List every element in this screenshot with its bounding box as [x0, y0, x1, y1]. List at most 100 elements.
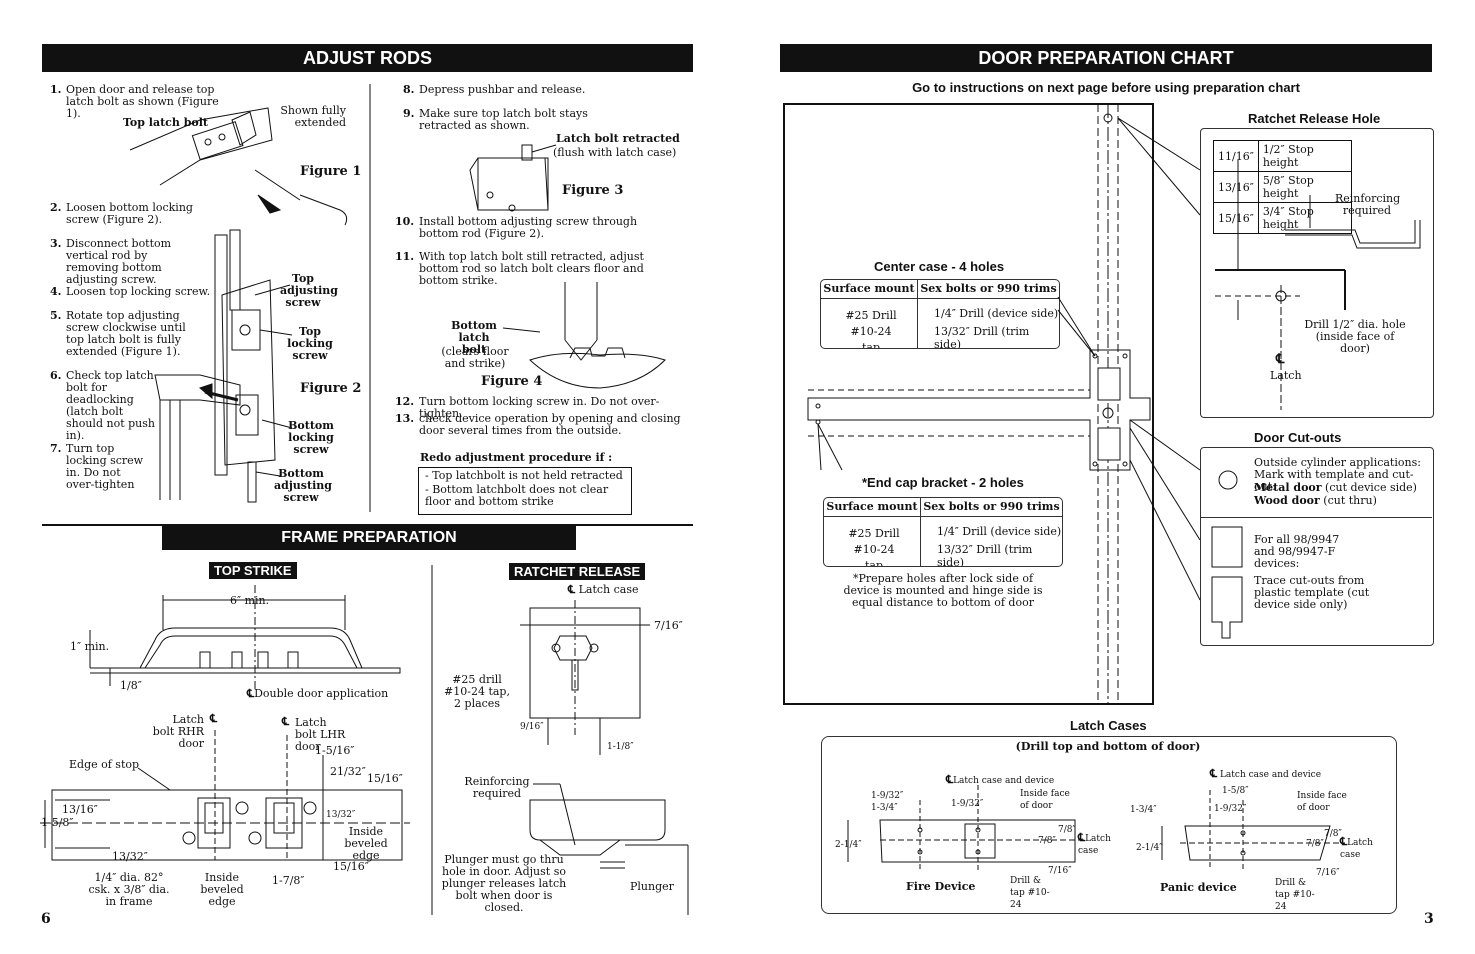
end-cap-note: *Prepare holes after lock side of device…	[843, 572, 1043, 609]
d-13-16: 13/16″	[62, 803, 98, 816]
fire-device-label: Fire Device	[906, 880, 976, 893]
plunger-label: Plunger	[630, 880, 674, 893]
fire-d5: 7/8″	[1058, 825, 1076, 835]
step-2: 2.Loosen bottom locking screw (Figure 2)…	[50, 201, 196, 226]
cc-h1: Surface mount	[821, 280, 918, 299]
cc-c2b: 13/32″ Drill (trim side)	[934, 325, 1030, 349]
figure-2-drawing	[154, 229, 293, 503]
step-text: Open door and release top latch bolt as …	[66, 83, 219, 120]
d-13-32-a: 13/32″	[326, 810, 356, 820]
step-10: 10.Install bottom adjusting screw throug…	[395, 215, 674, 240]
step-11: 11.With top latch bolt still retracted, …	[395, 250, 674, 287]
ratchet-1-1-8: 1-1/8″	[607, 742, 634, 752]
cc-h2: Sex bolts or 990 trims	[918, 280, 1059, 299]
figure-4-caption: Figure 4	[481, 374, 543, 389]
cutout-icons	[1211, 470, 1243, 639]
step-num: 13.	[395, 412, 415, 425]
centerline-icon: ℄	[1340, 835, 1348, 848]
d-1-5-16: 1-5/16″	[315, 744, 355, 757]
ratchet-hole-title: Ratchet Release Hole	[1248, 111, 1381, 126]
step-1: 1.Open door and release top latch bolt a…	[50, 83, 226, 120]
step-text: Make sure top latch bolt stays retracted…	[419, 107, 588, 132]
fig4-bottom-latch: Bottom latch bolt	[451, 319, 497, 356]
panic-d5: 7/8″	[1324, 829, 1342, 839]
frame-prep-title: FRAME PREPARATION	[162, 526, 576, 550]
step-text: check device operation by opening and cl…	[419, 412, 681, 437]
metal-text: (cut device side)	[1321, 481, 1417, 494]
step-12: 12. Turn bottom locking screw in. Do not …	[395, 395, 689, 420]
cutouts-metal: Metal door (cut device side)	[1254, 482, 1417, 494]
latch-cases-title: Latch Cases	[1070, 718, 1147, 733]
inside-beveled: Inside beveled edge	[344, 825, 388, 862]
redo-item-2: - Bottom latchbolt does not clear floor …	[425, 483, 609, 508]
step-9: 9.Make sure top latch bolt stays retract…	[403, 107, 589, 132]
ratchet-hole-box	[1200, 128, 1434, 418]
ratchet-release-drawing	[520, 600, 689, 915]
step-num: 5.	[50, 309, 62, 322]
top-strike-title: TOP STRIKE	[209, 562, 297, 579]
step-text: Turn bottom locking screw in. Do not ove…	[419, 395, 660, 420]
page-number-right: 3	[1424, 911, 1434, 927]
fire-d2: 1-3/4″	[871, 803, 898, 813]
door-prep-subtitle: Go to instructions on next page before u…	[912, 80, 1300, 95]
double-door-text: Double door application	[254, 687, 389, 700]
end-cap-title: *End cap bracket - 2 holes	[862, 475, 1024, 490]
fig1-shown-label: Shown fully extended	[280, 104, 346, 129]
wood-bold: Wood door	[1254, 494, 1320, 507]
step-4: 4.Loosen top locking screw.	[50, 285, 211, 298]
ec-h2: Sex bolts or 990 trims	[921, 498, 1062, 517]
d-1-7-8: 1-7/8″	[272, 874, 305, 887]
cutouts-box	[1200, 447, 1434, 646]
redo-item-text: Top latchbolt is not held retracted	[432, 469, 623, 482]
centerline-icon: ℄	[1210, 767, 1218, 780]
cutouts-outside: Outside cylinder applications: Mark with…	[1254, 456, 1421, 493]
plunger-note: Plunger must go thru hole in door. Adjus…	[441, 853, 567, 914]
rh-reinforcing: Reinforcing required	[1335, 192, 1401, 217]
step-num: 12.	[395, 395, 415, 408]
panic-case: ℄ Latch case and device	[1210, 768, 1321, 781]
ratchet-7-16: 7/16″	[654, 619, 683, 632]
fig3-retracted: Latch bolt retracted	[556, 132, 680, 145]
step-num: 8.	[403, 83, 415, 96]
fire-face: Inside face of door	[1020, 789, 1070, 811]
fig2-bottom-locking: Bottom locking screw	[288, 419, 334, 456]
redo-title: Redo adjustment procedure if :	[420, 451, 613, 464]
fig2-bottom-adjusting: Bottom adjusting screw	[274, 467, 332, 504]
panic-lc: ℄Latch case	[1340, 836, 1380, 861]
panic-d7: 7/16″	[1316, 868, 1340, 878]
step-text: With top latch bolt still retracted, adj…	[419, 250, 644, 287]
cc-c1: #25 Drill #10-24 tap	[845, 309, 897, 349]
fire-d6: 7/8″	[1038, 836, 1056, 846]
redo-item-text: Bottom latchbolt does not clear floor an…	[425, 483, 609, 508]
fire-lc-text: Latch case	[1078, 834, 1111, 856]
step-text: Rotate top adjusting screw clockwise unt…	[66, 309, 186, 358]
cutouts-title: Door Cut-outs	[1254, 430, 1342, 445]
rhr-label: Latch bolt RHR door	[152, 713, 204, 750]
step-text: Loosen top locking screw.	[66, 285, 211, 298]
step-text: Install bottom adjusting screw through b…	[419, 215, 638, 240]
ec-c2b: 13/32″ Drill (trim side)	[937, 543, 1033, 567]
step-text: Loosen bottom locking screw (Figure 2).	[66, 201, 193, 226]
fig4-clears: (clears floor and strike)	[441, 345, 509, 370]
cutouts-wood: Wood door (cut thru)	[1254, 495, 1377, 507]
fire-case-text: Latch case and device	[953, 776, 1055, 786]
step-6: 6.Check top latch bolt for deadlocking (…	[50, 370, 158, 442]
panic-case-text: Latch case and device	[1219, 770, 1322, 780]
stop-row: 15/16″3/4″ Stop height	[1213, 202, 1352, 234]
centerline-icon: ℄	[568, 583, 576, 596]
double-door: ℄Double door application	[247, 688, 388, 700]
rh-drill: Drill 1/2″ dia. hole (inside face of doo…	[1304, 318, 1406, 355]
eighth: 1/8″	[120, 679, 142, 692]
panic-d2: 1-3/4″	[1130, 805, 1157, 815]
step-7: 7.Turn top locking screw in. Do not over…	[50, 443, 146, 491]
d-21-32: 21/32″	[330, 765, 366, 778]
ratchet-drill: #25 drill #10-24 tap, 2 places	[444, 673, 510, 710]
ratchet-reinforcing: Reinforcing required	[464, 775, 530, 800]
panic-d6: 7/8″	[1306, 839, 1324, 849]
panic-drill: Drill & tap #10-24	[1275, 878, 1315, 912]
figure-1-caption: Figure 1	[300, 164, 362, 179]
d-15-16-b: 15/16″	[333, 860, 369, 873]
center-case-table: Surface mount Sex bolts or 990 trims #25…	[820, 279, 1060, 349]
ratchet-hole-detail	[1215, 160, 1421, 410]
inside-beveled-b: Inside beveled edge	[200, 871, 244, 908]
